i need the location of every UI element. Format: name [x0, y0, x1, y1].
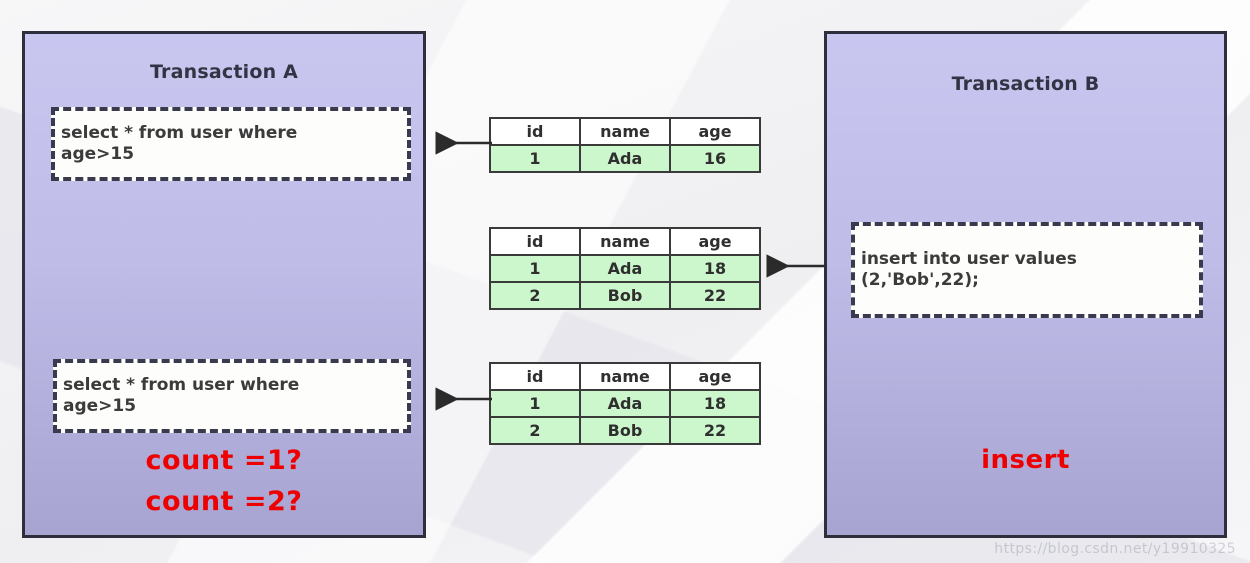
table-3-r0-id: 1	[489, 389, 581, 418]
table-1-r0-id: 1	[489, 144, 581, 173]
arrow-table1-to-transaction-a	[435, 131, 492, 155]
result-table-3: id name age 1 Ada 18 2 Bob 22	[489, 362, 761, 445]
table-row: 1 Ada 18	[489, 389, 761, 418]
transaction-b-statement-1: insert into user values (2,'Bob',22);	[851, 222, 1203, 318]
table-2-r0-id: 1	[489, 254, 581, 283]
table-header-row: id name age	[489, 227, 761, 256]
table-row: 2 Bob 22	[489, 281, 761, 310]
table-3-r0-age: 18	[669, 389, 761, 418]
transaction-a-panel: Transaction A select * from user where a…	[22, 31, 426, 538]
transaction-a-statement-1: select * from user where age>15	[51, 107, 411, 181]
table-2-r1-id: 2	[489, 281, 581, 310]
transaction-b-statement-1-text: insert into user values (2,'Bob',22);	[861, 248, 1077, 290]
table-3-col-id: id	[489, 362, 581, 391]
table-3-col-age: age	[669, 362, 761, 391]
table-3-r1-name: Bob	[579, 416, 671, 445]
table-3-col-name: name	[579, 362, 671, 391]
transaction-a-note-count-1: count =1?	[145, 445, 303, 476]
table-1-col-age: age	[669, 117, 761, 146]
transaction-b-title: Transaction B	[951, 73, 1100, 95]
table-3-r0-name: Ada	[579, 389, 671, 418]
table-2-col-name: name	[579, 227, 671, 256]
table-2-r0-age: 18	[669, 254, 761, 283]
transaction-a-statement-2-text: select * from user where age>15	[63, 374, 300, 416]
transaction-a-note-count-2: count =2?	[145, 486, 303, 517]
table-row: 2 Bob 22	[489, 416, 761, 445]
table-1-col-id: id	[489, 117, 581, 146]
arrow-table3-to-transaction-a	[435, 387, 492, 411]
table-3-r1-age: 22	[669, 416, 761, 445]
transaction-a-statement-2: select * from user where age>15	[53, 359, 411, 433]
table-header-row: id name age	[489, 362, 761, 391]
table-2-col-id: id	[489, 227, 581, 256]
transaction-b-note-insert: insert	[981, 445, 1070, 475]
arrow-transaction-b-to-table2	[766, 254, 825, 278]
table-2-col-age: age	[669, 227, 761, 256]
transaction-a-statement-1-text: select * from user where age>15	[61, 122, 298, 164]
table-2-r1-name: Bob	[579, 281, 671, 310]
transaction-a-title: Transaction A	[149, 61, 299, 83]
table-2-r0-name: Ada	[579, 254, 671, 283]
watermark-text: https://blog.csdn.net/y19910325	[994, 541, 1236, 557]
table-1-r0-name: Ada	[579, 144, 671, 173]
table-row: 1 Ada 18	[489, 254, 761, 283]
table-2-r1-age: 22	[669, 281, 761, 310]
transaction-b-panel: Transaction B insert into user values (2…	[824, 31, 1227, 538]
table-3-r1-id: 2	[489, 416, 581, 445]
result-table-1: id name age 1 Ada 16	[489, 117, 761, 173]
table-row: 1 Ada 16	[489, 144, 761, 173]
table-header-row: id name age	[489, 117, 761, 146]
table-1-r0-age: 16	[669, 144, 761, 173]
result-table-2: id name age 1 Ada 18 2 Bob 22	[489, 227, 761, 310]
table-1-col-name: name	[579, 117, 671, 146]
